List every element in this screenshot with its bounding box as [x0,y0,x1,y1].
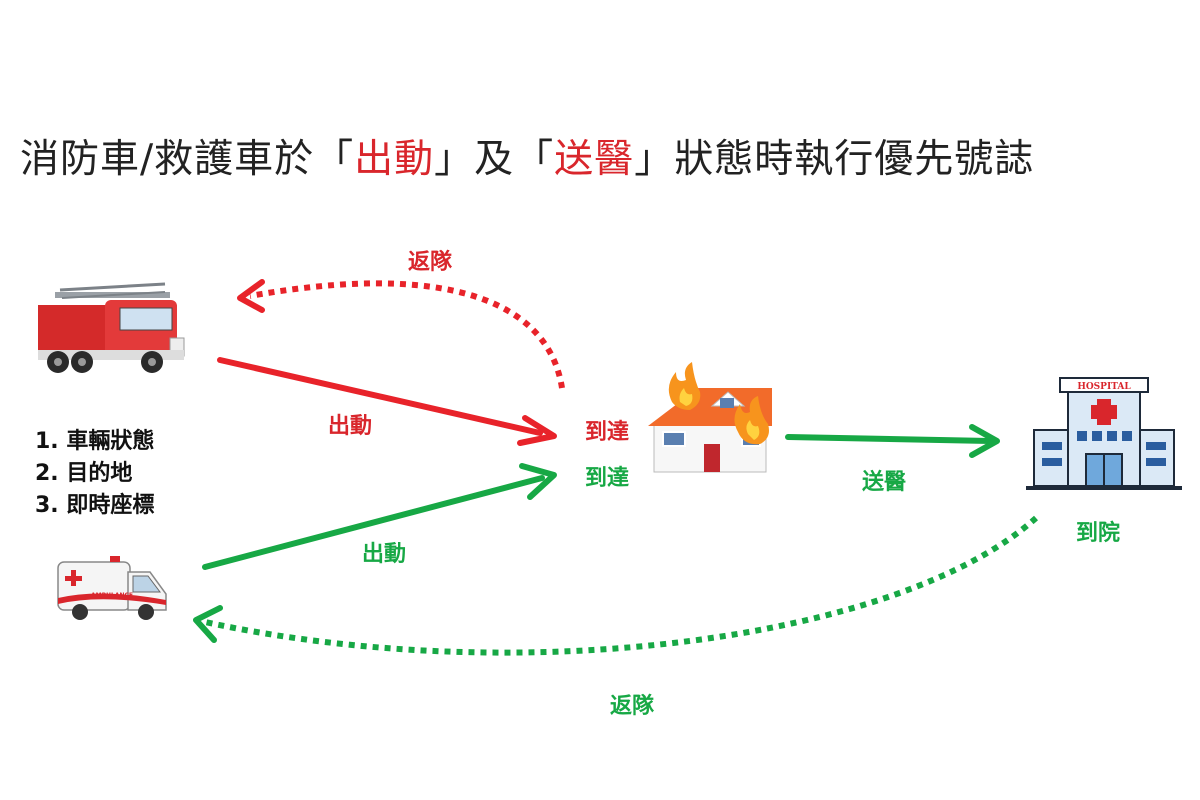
label-arrive-ambulance: 到達 [585,466,630,491]
list-item: 1. 車輛狀態 [35,429,155,454]
list-item: 3. 即時座標 [35,493,155,518]
label-dispatch-fire: 出動 [328,414,373,439]
transport-arrow [785,424,1000,458]
title-part: 」及「 [434,137,555,182]
ambulance-dispatch-arrow [202,463,557,570]
label-return-bottom: 返隊 [610,694,655,719]
title-part: 」狀態時執行優先號誌 [634,137,1035,182]
title-highlight-dispatch: 出動 [354,137,435,182]
label-return-top: 返隊 [408,250,453,275]
ambulance-return-arrow [193,515,1039,656]
house-on-fire-icon [648,362,772,473]
title-highlight-transport: 送醫 [554,137,635,182]
title-part: 消防車/救護車於「 [20,137,355,182]
label-arrive-fire: 到達 [585,420,630,445]
ambulance-icon: AMBULANCE [57,556,167,620]
hospital-sign-text: HOSPITAL [1077,382,1131,392]
page-title: 消防車/救護車於「出動」及「送醫」狀態時執行優先號誌 [20,128,1034,184]
info-list: 1. 車輛狀態 2. 目的地 3. 即時座標 [35,426,154,522]
fire-return-arrow [237,279,565,389]
ambulance-text: AMBULANCE [91,592,133,599]
label-arrive-hospital: 到院 [1076,521,1121,546]
fire-truck-icon [38,282,185,373]
label-dispatch-ambulance: 出動 [362,542,407,567]
fire-dispatch-arrow [217,357,557,446]
list-item: 2. 目的地 [35,461,133,486]
hospital-icon: HOSPITAL [1026,377,1182,490]
label-transport: 送醫 [862,470,907,495]
